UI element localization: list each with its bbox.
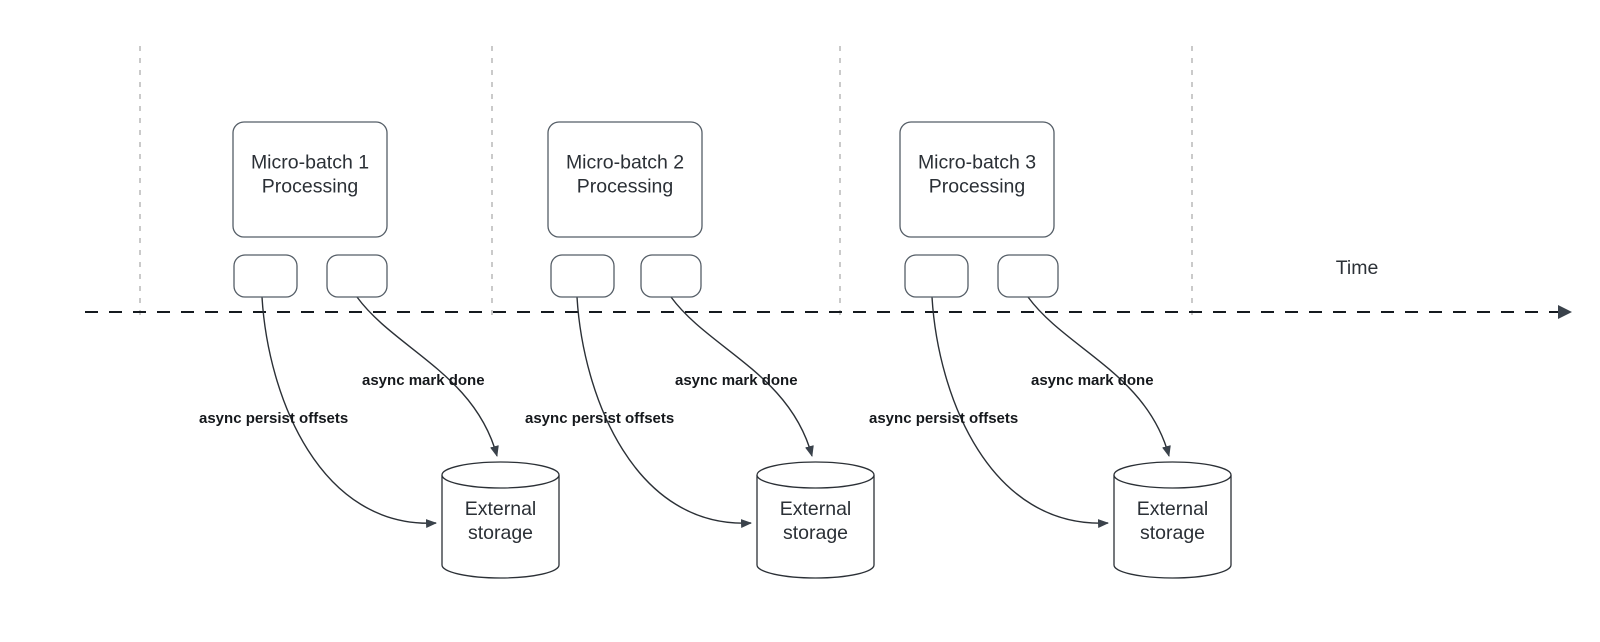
micro-batch-3-edge-label-mark-done: async mark done	[1031, 372, 1154, 389]
micro-batch-3-processing-label-line1: Micro-batch 3	[918, 152, 1036, 174]
micro-batch-1-edge-label-mark-done: async mark done	[362, 372, 485, 389]
micro-batch-2-processing-label-line1: Micro-batch 2	[566, 152, 684, 174]
micro-batch-2-external-storage-body	[756, 475, 875, 579]
micro-batch-2-edge-label-mark-done: async mark done	[675, 372, 798, 389]
micro-batch-2-edge-label-persist-offsets: async persist offsets	[525, 410, 674, 427]
micro-batch-2-external-storage[interactable]	[756, 461, 875, 579]
flow-edges-layer	[261, 296, 1171, 528]
micro-batch-1-external-storage-body	[441, 475, 560, 579]
micro-batch-3-processing-label-line2: Processing	[929, 176, 1025, 198]
micro-batch-2-processing-box[interactable]	[547, 121, 703, 238]
micro-batch-3-edge-mark-done	[1027, 296, 1171, 457]
micro-batch-3-external-storage-top-ellipse	[1113, 461, 1232, 489]
micro-batch-2-edge-mark-done	[670, 296, 814, 457]
micro-batch-3-mark-done-event[interactable]	[997, 254, 1059, 298]
tick-lines-layer	[139, 46, 1193, 322]
micro-batch-3-external-storage[interactable]	[1113, 461, 1232, 579]
micro-batch-2-external-storage-label-line1: External	[780, 498, 852, 520]
time-axis-arrowhead	[1558, 305, 1572, 319]
micro-batch-3-persist-offsets-event[interactable]	[904, 254, 969, 298]
micro-batch-1-processing-label-line2: Processing	[262, 176, 358, 198]
micro-batch-3-external-storage-label-line1: External	[1137, 498, 1209, 520]
time-axis-label: Time	[1336, 257, 1379, 279]
micro-batch-2-external-storage-label-line2: storage	[783, 522, 848, 544]
micro-batch-1-persist-offsets-event[interactable]	[233, 254, 298, 298]
micro-batch-1-external-storage[interactable]	[441, 461, 560, 579]
micro-batch-1-processing-box[interactable]	[232, 121, 388, 238]
micro-batch-1-edge-mark-done	[356, 296, 499, 457]
micro-batch-1-mark-done-event[interactable]	[326, 254, 388, 298]
micro-batch-2-edge-persist-offsets	[576, 296, 752, 528]
micro-batch-3-external-storage-body	[1113, 475, 1232, 579]
micro-batch-1-external-storage-label-line2: storage	[468, 522, 533, 544]
time-axis-layer: Time	[85, 257, 1572, 319]
micro-batch-2-processing-label-line2: Processing	[577, 176, 673, 198]
micro-batch-1-edge-label-persist-offsets: async persist offsets	[199, 410, 348, 427]
micro-batch-2-external-storage-top-ellipse	[756, 461, 875, 489]
micro-batch-3-edge-label-persist-offsets: async persist offsets	[869, 410, 1018, 427]
micro-batch-1-edge-persist-offsets	[261, 296, 437, 528]
micro-batch-1-external-storage-top-ellipse	[441, 461, 560, 489]
micro-batch-2-mark-done-event[interactable]	[640, 254, 702, 298]
micro-batch-3-external-storage-label-line2: storage	[1140, 522, 1205, 544]
micro-batch-2-persist-offsets-event[interactable]	[550, 254, 615, 298]
micro-batch-3-edge-persist-offsets	[931, 296, 1109, 528]
micro-batch-3-processing-box[interactable]	[899, 121, 1055, 238]
edge-labels-layer: async persist offsets async mark done asyn…	[199, 372, 1154, 427]
nodes-layer: Micro-batch 1ProcessingExternalstorageMi…	[232, 121, 1232, 579]
micro-batch-1-processing-label-line1: Micro-batch 1	[251, 152, 369, 174]
micro-batch-1-external-storage-label-line1: External	[465, 498, 537, 520]
